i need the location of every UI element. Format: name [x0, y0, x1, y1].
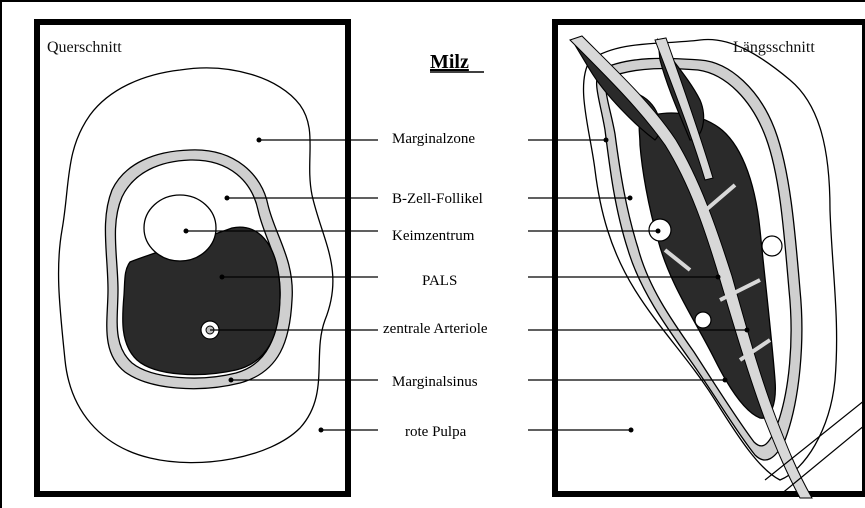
- dot-left-marginalsinus: [229, 378, 234, 383]
- dot-right-keimzentrum: [656, 229, 661, 234]
- dot-left-marginalzone: [257, 138, 262, 143]
- dot-right-pals: [716, 275, 721, 280]
- label-b-cell-follicle: B-Zell-Follikel: [392, 191, 483, 207]
- dot-left-pals: [220, 275, 225, 280]
- dot-left-rote-pulpa: [319, 428, 324, 433]
- diagram-title: Milz: [430, 51, 469, 73]
- dot-right-marginalzone: [604, 138, 609, 143]
- dot-right-arteriole: [745, 328, 750, 333]
- label-keimzentrum: Keimzentrum: [392, 228, 475, 244]
- label-zentrale-arteriole: zentrale Arteriole: [383, 321, 488, 337]
- dot-right-marginalsinus: [723, 378, 728, 383]
- longitudinal-panel: Längsschnitt: [555, 22, 865, 498]
- germinal-center: [144, 195, 216, 261]
- long-germinal-center-3: [695, 312, 711, 328]
- longitudinal-title: Längsschnitt: [733, 39, 815, 56]
- label-marginalsinus: Marginalsinus: [392, 374, 478, 390]
- cross-section-panel: Querschnitt: [37, 22, 348, 494]
- label-rote-pulpa: rote Pulpa: [405, 424, 467, 440]
- dot-left-keimzentrum: [184, 229, 189, 234]
- dot-right-follicle: [628, 196, 633, 201]
- label-pals: PALS: [422, 273, 457, 289]
- cross-section-title: Querschnitt: [47, 39, 122, 56]
- long-germinal-center-2: [762, 236, 782, 256]
- label-marginalzone: Marginalzone: [392, 131, 475, 147]
- dot-left-follicle: [225, 196, 230, 201]
- dot-right-rote-pulpa: [629, 428, 634, 433]
